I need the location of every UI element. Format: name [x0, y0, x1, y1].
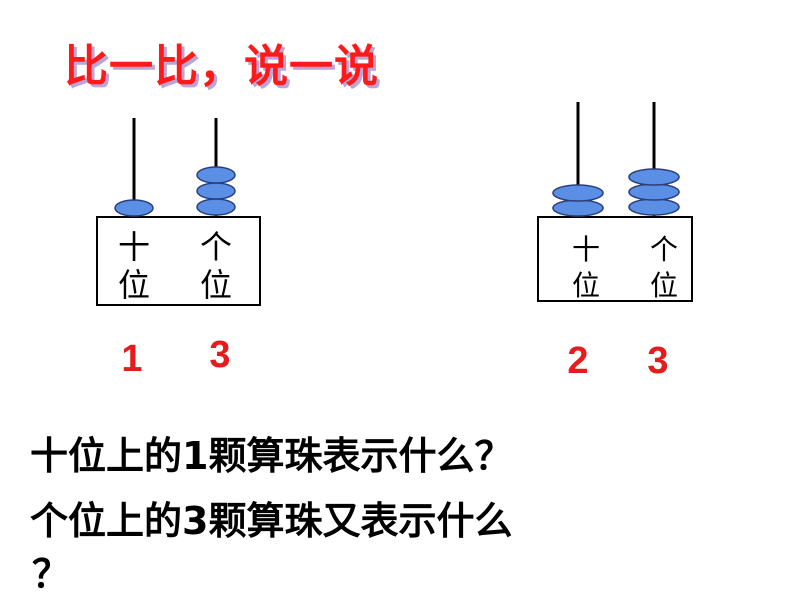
abacus-left-ones-label: 个 位 — [196, 228, 236, 304]
abacus-right-frame — [537, 216, 693, 302]
left-ones-beads-bead — [196, 182, 236, 200]
left-tens-beads-bead — [114, 199, 154, 217]
abacus-left-tens-label-top: 十 — [117, 228, 150, 266]
abacus-left-tens-label-bottom: 位 — [117, 266, 150, 304]
abacus-right-ones-digit: 3 — [647, 340, 669, 382]
abacus-right-tens-beads — [552, 184, 604, 217]
right-ones-beads-bead — [628, 198, 680, 216]
left-ones-beads-bead — [196, 198, 236, 216]
abacus-right-ones-label: 个 位 — [644, 232, 684, 304]
abacus-left-ones-digit: 3 — [209, 334, 231, 376]
abacus-left-tens-label: 十 位 — [114, 228, 154, 304]
page-title: 比一比，说一说 — [64, 41, 379, 92]
abacus-left-tens-digit: 1 — [121, 338, 143, 380]
abacus-right-ones-label-bottom: 位 — [649, 269, 678, 302]
question-2: 个位上的3颗算珠又表示什么 — [30, 499, 513, 543]
abacus-left-frame — [96, 216, 261, 306]
abacus-right — [537, 102, 693, 302]
abacus-left-tens-beads — [114, 199, 154, 217]
abacus-right-tens-label-top: 十 — [571, 233, 600, 266]
abacus-right-tens-digit: 2 — [567, 340, 589, 382]
abacus-right-tens-label: 十 位 — [566, 232, 606, 304]
abacus-left-ones-label-bottom: 位 — [199, 266, 232, 304]
right-ones-beads-bead — [628, 168, 680, 186]
abacus-right-ones-beads — [628, 168, 680, 216]
abacus-left-ones-beads — [196, 166, 236, 216]
abacus-left — [96, 118, 261, 306]
question-2-end: ？ — [32, 552, 71, 596]
question-1: 十位上的1颗算珠表示什么？ — [30, 434, 513, 478]
abacus-left-ones-label-top: 个 — [199, 228, 232, 266]
abacus-right-ones-label-top: 个 — [649, 233, 678, 266]
right-ones-beads-bead — [628, 183, 680, 201]
abacus-right-tens-label-bottom: 位 — [571, 269, 600, 302]
right-tens-beads-bead — [552, 199, 604, 217]
right-tens-beads-bead — [552, 184, 604, 202]
left-ones-beads-bead — [196, 166, 236, 184]
